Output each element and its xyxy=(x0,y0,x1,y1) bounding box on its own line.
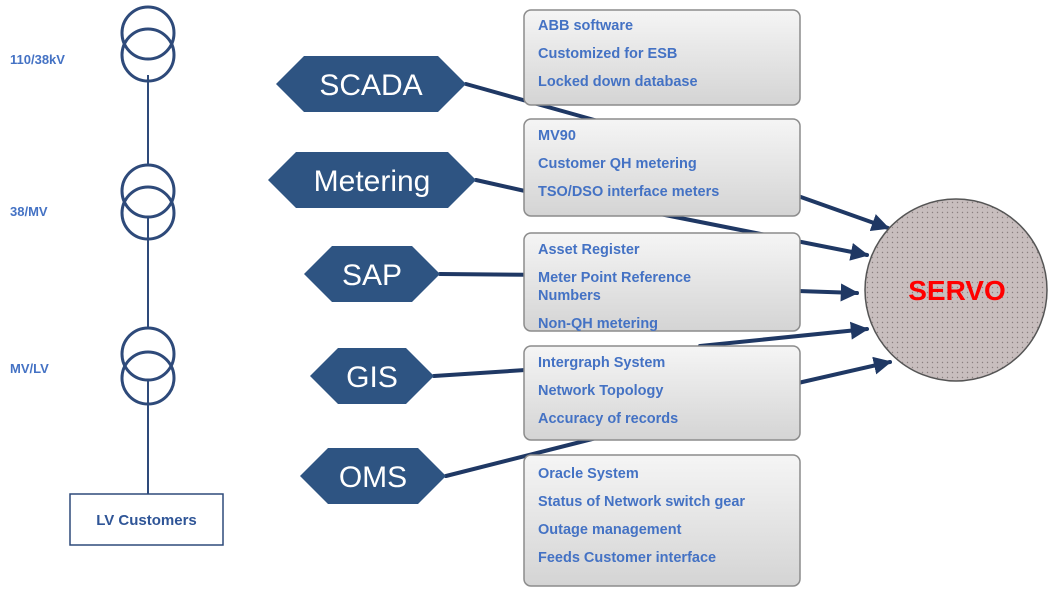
system-hexagon-metering: Metering xyxy=(268,152,476,208)
arrow-line xyxy=(796,194,890,232)
system-label: GIS xyxy=(346,361,398,394)
voltage-label: 38/MV xyxy=(10,204,48,219)
system-label: SCADA xyxy=(319,69,422,102)
system-hexagon-sap: SAP xyxy=(304,246,440,302)
detail-item: Intergraph System xyxy=(538,355,665,371)
system-hexagon-oms: OMS xyxy=(300,448,446,504)
detail-item: Oracle System xyxy=(538,466,639,482)
detail-item: Outage management xyxy=(538,522,682,538)
arrow-line xyxy=(796,283,859,302)
detail-item: Meter Point Reference xyxy=(538,270,691,286)
transformer-icon xyxy=(120,326,176,406)
system-label: SAP xyxy=(342,259,402,292)
detail-box-metering: MV90 Customer QH metering TSO/DSO interf… xyxy=(523,118,801,217)
system-hexagon-gis: GIS xyxy=(310,348,434,404)
detail-item: Status of Network switch gear xyxy=(538,494,745,510)
detail-item: Asset Register xyxy=(538,242,640,258)
system-label: Metering xyxy=(314,165,431,198)
voltage-label: 110/38kV xyxy=(10,52,65,67)
voltage-label: MV/LV xyxy=(10,361,49,376)
voltage-chain: 110/38kV 38/MV MV/LV LV Customers xyxy=(10,5,224,546)
detail-item: Network Topology xyxy=(538,383,663,399)
detail-item: TSO/DSO interface meters xyxy=(538,184,719,200)
detail-item: Feeds Customer interface xyxy=(538,550,716,566)
arrow-line xyxy=(698,321,869,348)
detail-item: ABB software xyxy=(538,18,633,34)
detail-item: Numbers xyxy=(538,288,601,304)
detail-box-gis: Intergraph System Network Topology Accur… xyxy=(523,345,801,441)
detail-item: Customized for ESB xyxy=(538,46,677,62)
lv-customers-label: LV Customers xyxy=(96,512,197,529)
detail-box-sap: Asset Register Meter Point Reference Num… xyxy=(523,232,801,332)
transformer-icon xyxy=(120,5,176,83)
detail-item: Locked down database xyxy=(538,74,698,90)
arrow-line xyxy=(796,356,892,385)
detail-item: Accuracy of records xyxy=(538,411,678,427)
system-label: OMS xyxy=(339,461,407,494)
system-hexagon-scada: SCADA xyxy=(276,56,466,112)
servo-node: SERVO xyxy=(864,198,1048,382)
detail-box-oms: Oracle System Status of Network switch g… xyxy=(523,454,801,587)
detail-item: Non-QH metering xyxy=(538,316,658,332)
lv-customers-box: LV Customers xyxy=(69,493,224,546)
transformer-icon xyxy=(120,163,176,241)
servo-label: SERVO xyxy=(908,275,1006,306)
detail-item: MV90 xyxy=(538,128,576,144)
detail-item: Customer QH metering xyxy=(538,156,697,172)
detail-box-scada: ABB software Customized for ESB Locked d… xyxy=(523,9,801,106)
